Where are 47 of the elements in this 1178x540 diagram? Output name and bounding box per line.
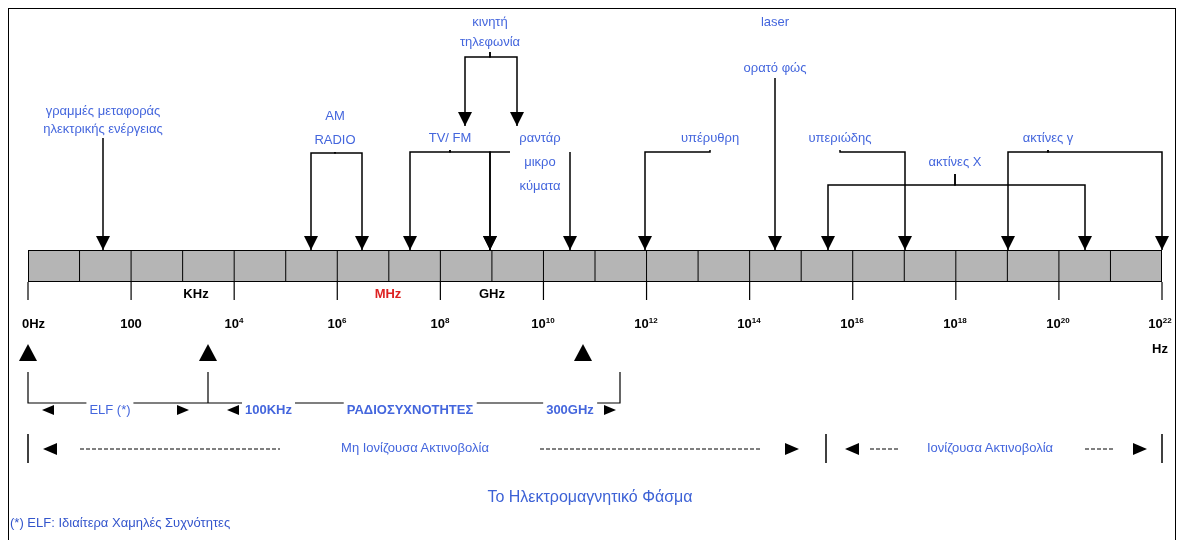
tick-label: 10$^{10}$ bbox=[531, 316, 555, 332]
caption: Το Ηλεκτρομαγνητικό Φάσμα bbox=[487, 488, 693, 506]
tick-label: 10$^{20}$ bbox=[1046, 316, 1070, 332]
footnote: (*) ELF: Ιδιαίτερα Χαμηλές Συχνότητες bbox=[10, 515, 231, 530]
band-label: TV/ FM bbox=[410, 126, 490, 150]
range-label: 100KHz bbox=[242, 402, 295, 417]
arrow bbox=[839, 149, 912, 251]
tick-label: 10$^{22}$ bbox=[1148, 316, 1172, 332]
band-label: γραμμές μεταφοράς ηλεκτρικής ενέργειας bbox=[18, 102, 188, 138]
tick-label: 10$^{12}$ bbox=[634, 316, 658, 332]
tick-label: 10$^{14}$ bbox=[737, 316, 761, 332]
unit-label: KHz bbox=[183, 286, 209, 301]
arrow bbox=[483, 151, 511, 251]
tick-label: 10$^{4}$ bbox=[224, 316, 244, 332]
arrow bbox=[638, 149, 711, 251]
arrow bbox=[403, 149, 451, 251]
arrow bbox=[1001, 149, 1049, 251]
tick-label: 10$^{16}$ bbox=[840, 316, 864, 332]
arrow bbox=[334, 151, 369, 251]
tick-label: 0Hz bbox=[22, 316, 46, 331]
band-label: ραντάρ μικρο κύματα bbox=[510, 126, 570, 198]
arrow bbox=[96, 137, 110, 251]
band-label: κινητή τηλεφωνία bbox=[445, 12, 535, 52]
unit-label: Hz bbox=[1152, 341, 1168, 356]
band-label: ορατό φώς bbox=[742, 59, 808, 77]
band-label: υπέρυθρη bbox=[660, 126, 760, 150]
range-label: 300GHz bbox=[543, 402, 597, 417]
unit-label: GHz bbox=[479, 286, 505, 301]
band-label: laser bbox=[759, 13, 791, 31]
unit-label: MHz bbox=[374, 286, 402, 301]
tick-label: 10$^{18}$ bbox=[943, 316, 967, 332]
arrow bbox=[489, 51, 524, 127]
arrow bbox=[768, 77, 782, 251]
tick-label: 10$^{8}$ bbox=[430, 316, 450, 332]
arrow bbox=[1047, 149, 1169, 251]
arrow bbox=[954, 173, 1092, 251]
band-label: ακτίνες X bbox=[905, 150, 1005, 174]
band-label: AM RADIO bbox=[310, 104, 360, 152]
tick-label: 100 bbox=[120, 316, 142, 331]
band-label: υπεριώδης bbox=[790, 126, 890, 150]
spectrum-bar bbox=[28, 250, 1162, 282]
arrow bbox=[563, 151, 577, 251]
range-label: ΡΑΔΙΟΣΥΧΝΟΤΗΤΕΣ bbox=[343, 402, 477, 417]
band-label: ακτίνες γ bbox=[1000, 126, 1096, 150]
range-label: ELF (*) bbox=[86, 402, 134, 417]
arrow bbox=[304, 151, 336, 251]
tick-label: 10$^{6}$ bbox=[327, 316, 347, 332]
